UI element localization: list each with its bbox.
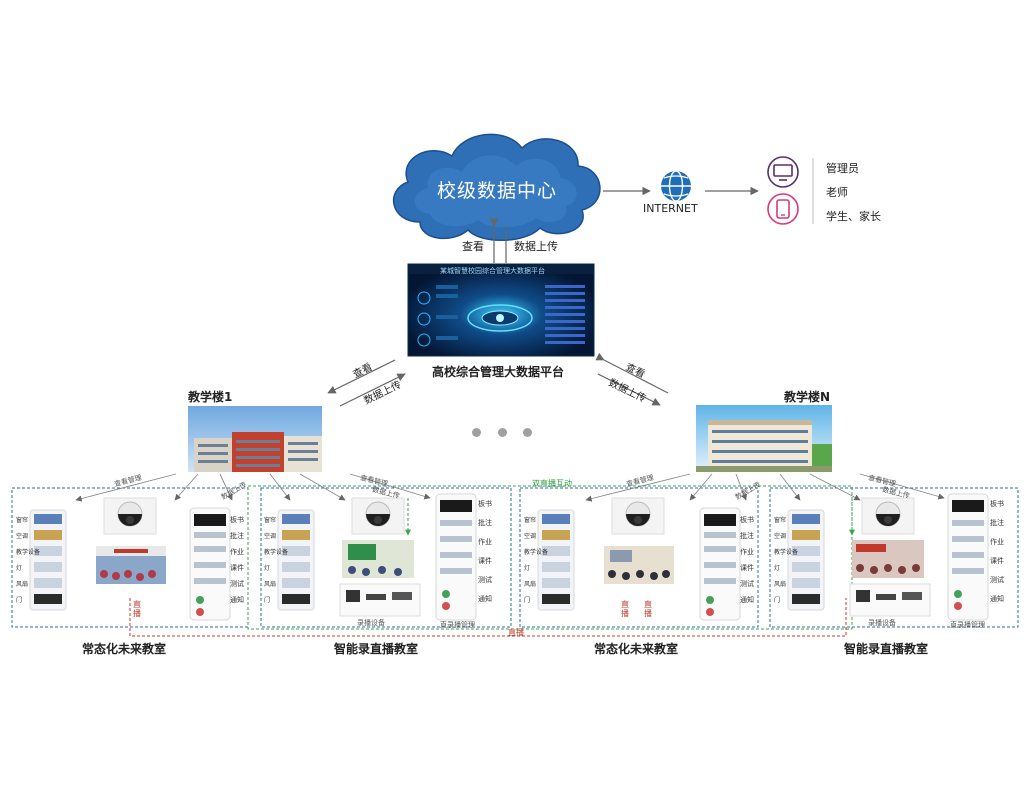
platform-dashboard-screen — [407, 263, 595, 357]
app-notice-3: 通知 — [740, 596, 754, 604]
classroom-4-contents — [787, 493, 989, 621]
app-test-4: 测试 — [990, 576, 1004, 584]
live-label-2: 直播 — [621, 600, 629, 618]
building-n-photo — [696, 405, 832, 472]
left-link-arrows — [327, 359, 406, 407]
app-courseware-3: 课件 — [740, 564, 754, 572]
classroom-label-1: 常态化未来教室 — [82, 642, 167, 656]
app-courseware-1: 课件 — [230, 564, 244, 572]
row-light-3: 灯 — [524, 565, 531, 572]
app-courseware-2: 课件 — [478, 557, 492, 565]
building-1-fan-arrows — [75, 473, 431, 502]
record-device-caption-2: 录播设备 — [868, 619, 896, 627]
row-ac-3: 空调 — [524, 533, 537, 540]
app-annotate-4: 批注 — [990, 519, 1004, 527]
dual-live-label: 双直播互动 — [532, 479, 572, 488]
app-board-1: 板书 — [230, 516, 244, 524]
building-n-label: 教学楼N — [784, 390, 831, 404]
app-board-2: 板书 — [478, 500, 492, 508]
row-door-1: 门 — [16, 597, 23, 604]
classroom-label-4: 智能录直播教室 — [844, 642, 929, 656]
view-label: 查看 — [462, 240, 484, 253]
row-light-4: 灯 — [774, 565, 781, 572]
row-teaching-1: 教学设备 — [16, 549, 41, 556]
platform-screen-title: 某城智慧校园综合管理大数据平台 — [440, 267, 545, 275]
app-notice-2: 通知 — [478, 595, 492, 603]
platform-label: 高校综合管理大数据平台 — [432, 365, 565, 379]
row-ac-1: 空调 — [16, 533, 29, 540]
user-teacher: 老师 — [826, 186, 848, 199]
record-device-caption-1: 录播设备 — [357, 619, 385, 627]
building-1-label: 教学楼1 — [188, 390, 233, 404]
row-ac-4: 空调 — [774, 533, 787, 540]
app-homework-3: 作业 — [740, 548, 754, 556]
app-annotate-3: 批注 — [740, 532, 754, 540]
row-fan-2: 风扇 — [264, 581, 277, 588]
building-n-fan-arrows — [585, 473, 945, 502]
live-label-bottom: 直播 — [508, 628, 524, 637]
live-label-1: 直播 — [133, 600, 141, 618]
ellipsis-dot — [497, 428, 507, 437]
data-center-label: 校级数据中心 — [436, 180, 557, 202]
classroom-label-2: 智能录直播教室 — [334, 642, 419, 656]
app-notice-1: 通知 — [230, 596, 244, 604]
row-teaching-2: 教学设备 — [264, 549, 289, 556]
app-homework-1: 作业 — [230, 548, 244, 556]
row-fan-3: 风扇 — [524, 581, 537, 588]
live-label-3: 直播 — [644, 600, 652, 618]
app-board-4: 板书 — [990, 500, 1004, 508]
app-board-3: 板书 — [740, 516, 754, 524]
internet-label: INTERNET — [643, 202, 698, 215]
cloud-caption-2: 直录播管理 — [950, 621, 985, 629]
row-light-1: 灯 — [16, 565, 23, 572]
row-curtain-3: 窗帘 — [524, 517, 537, 524]
app-annotate-2: 批注 — [478, 519, 492, 527]
classroom-label-3: 常态化未来教室 — [594, 642, 679, 656]
app-test-1: 测试 — [230, 580, 244, 588]
upload-label: 数据上传 — [514, 240, 558, 253]
right-link-arrows — [595, 352, 669, 406]
app-test-3: 测试 — [740, 580, 754, 588]
row-fan-4: 风扇 — [774, 581, 787, 588]
row-curtain-1: 窗帘 — [16, 517, 29, 524]
app-courseware-4: 课件 — [990, 557, 1004, 565]
row-teaching-4: 教学设备 — [774, 549, 799, 556]
user-admin: 管理员 — [826, 162, 859, 175]
internet-globe-icon — [661, 170, 691, 202]
row-curtain-4: 窗帘 — [774, 517, 787, 524]
row-fan-1: 风扇 — [16, 581, 29, 588]
ellipsis-dot — [523, 428, 532, 437]
classroom-1-contents — [29, 497, 231, 621]
app-notice-4: 通知 — [990, 595, 1004, 603]
row-teaching-3: 教学设备 — [524, 549, 549, 556]
cloud-caption-1: 直录播管理 — [440, 621, 475, 629]
app-homework-2: 作业 — [478, 538, 492, 546]
app-homework-4: 作业 — [990, 538, 1004, 546]
ellipsis-dot — [472, 428, 481, 437]
user-student-parent: 学生、家长 — [826, 210, 881, 223]
row-light-2: 灯 — [264, 565, 271, 572]
row-door-3: 门 — [524, 597, 531, 604]
classroom-2-contents — [277, 493, 477, 621]
row-curtain-2: 窗帘 — [264, 517, 277, 524]
phone-icon — [767, 193, 799, 225]
row-door-2: 门 — [264, 597, 271, 604]
building-1-photo — [188, 406, 322, 472]
monitor-icon — [767, 156, 799, 188]
row-ac-2: 空调 — [264, 533, 277, 540]
app-annotate-1: 批注 — [230, 532, 244, 540]
classroom-3-contents — [537, 497, 741, 621]
more-buildings-ellipsis — [472, 428, 532, 437]
row-door-4: 门 — [774, 597, 781, 604]
app-test-2: 测试 — [478, 576, 492, 584]
data-center-cloud — [392, 133, 601, 241]
